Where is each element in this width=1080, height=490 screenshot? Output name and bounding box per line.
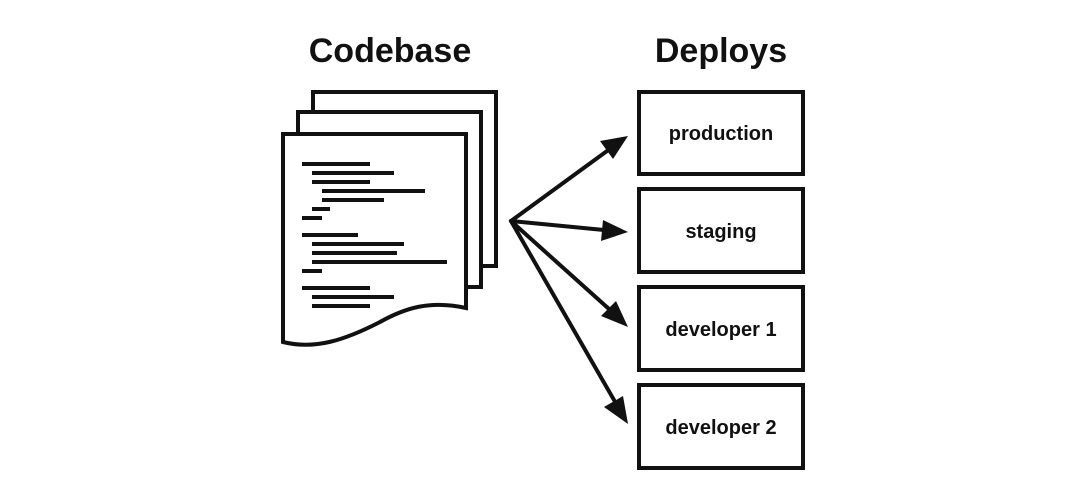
codebase-heading: Codebase [309,32,472,70]
deploy-box-developer-1: developer 1 [637,285,805,372]
code-lines [302,162,447,308]
deploy-label: production [669,123,773,145]
arrowhead-icon [601,220,628,241]
code-line [312,171,394,175]
arrow-to-developer-1 [509,219,628,327]
code-line [312,251,397,255]
code-line [312,242,404,246]
arrow-to-developer-2 [509,219,628,424]
code-line [312,180,370,184]
code-line [322,189,425,193]
deploys-heading: Deploys [655,32,787,70]
code-line [302,162,370,166]
deploy-box-staging: staging [637,187,805,274]
code-line [322,198,384,202]
code-line [312,304,370,308]
arrowhead-icon [604,396,628,424]
arrow-to-staging [509,219,628,241]
arrowhead-icon [600,136,628,159]
code-line [312,295,394,299]
arrowhead-icon [601,301,628,327]
code-line [302,233,358,237]
deploy-list: production staging developer 1 developer… [637,90,805,470]
deploy-label: developer 1 [665,319,776,341]
deploy-label: developer 2 [665,417,776,439]
code-line [312,207,330,211]
deploy-arrows [509,136,628,424]
deploy-label: staging [685,221,756,243]
code-line [312,260,447,264]
document-page-front [281,132,468,347]
deploy-box-developer-2: developer 2 [637,383,805,470]
code-line [302,286,370,290]
stacked-document-icon [281,90,498,347]
code-line [302,269,322,273]
deploy-box-production: production [637,90,805,176]
code-line [302,216,322,220]
arrow-to-production [509,136,628,223]
